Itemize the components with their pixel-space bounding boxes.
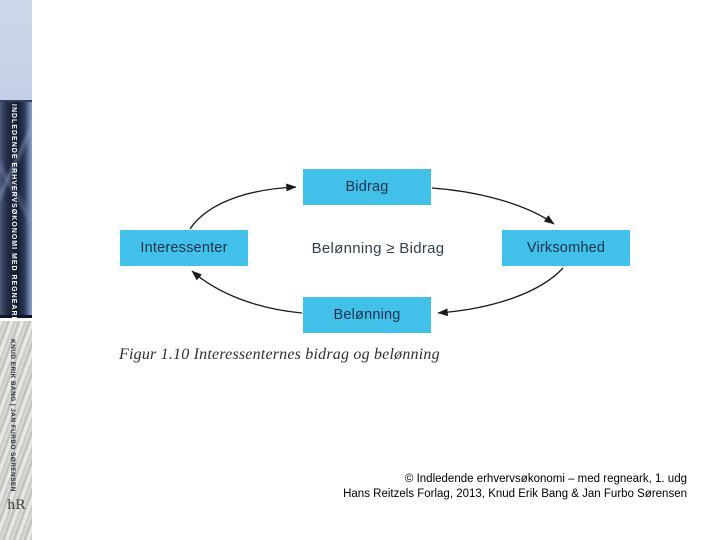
arrow-virksomhed-to-belonning <box>437 267 564 317</box>
attribution-line-1: © Indledende erhvervsøkonomi – med regne… <box>404 473 687 485</box>
arrow-interessenter-to-bidrag <box>189 183 297 230</box>
center-condition-text: Belønning ≥ Bidrag <box>311 240 445 257</box>
spine-series-title: INDLEDENDE ERHVERVSØKONOMI MED REGNEARK <box>10 104 17 323</box>
arrow-bidrag-to-virksomhed <box>431 187 555 225</box>
attribution: © Indledende erhvervsøkonomi – med regne… <box>343 472 687 502</box>
node-bidrag: Bidrag <box>303 169 431 205</box>
arrow-belonning-to-interessenter <box>191 270 303 314</box>
node-virksomhed: Virksomhed <box>502 230 630 266</box>
node-belonning: Belønning <box>303 297 431 333</box>
publisher-logo-icon: hR <box>7 498 26 513</box>
node-interessenter: Interessenter <box>120 230 248 266</box>
book-spine: INDLEDENDE ERHVERVSØKONOMI MED REGNEARK … <box>0 0 32 540</box>
figure-caption: Figur 1.10 Interessenternes bidrag og be… <box>119 346 440 363</box>
spine-sky-photo <box>0 0 32 100</box>
spine-authors: KNUD ERIK BANG | JAN FURBO SØRENSEN <box>9 339 16 492</box>
attribution-line-2: Hans Reitzels Forlag, 2013, Knud Erik Ba… <box>343 488 687 500</box>
spine-cover-photo <box>0 100 32 318</box>
spine-metal-photo <box>0 321 32 540</box>
